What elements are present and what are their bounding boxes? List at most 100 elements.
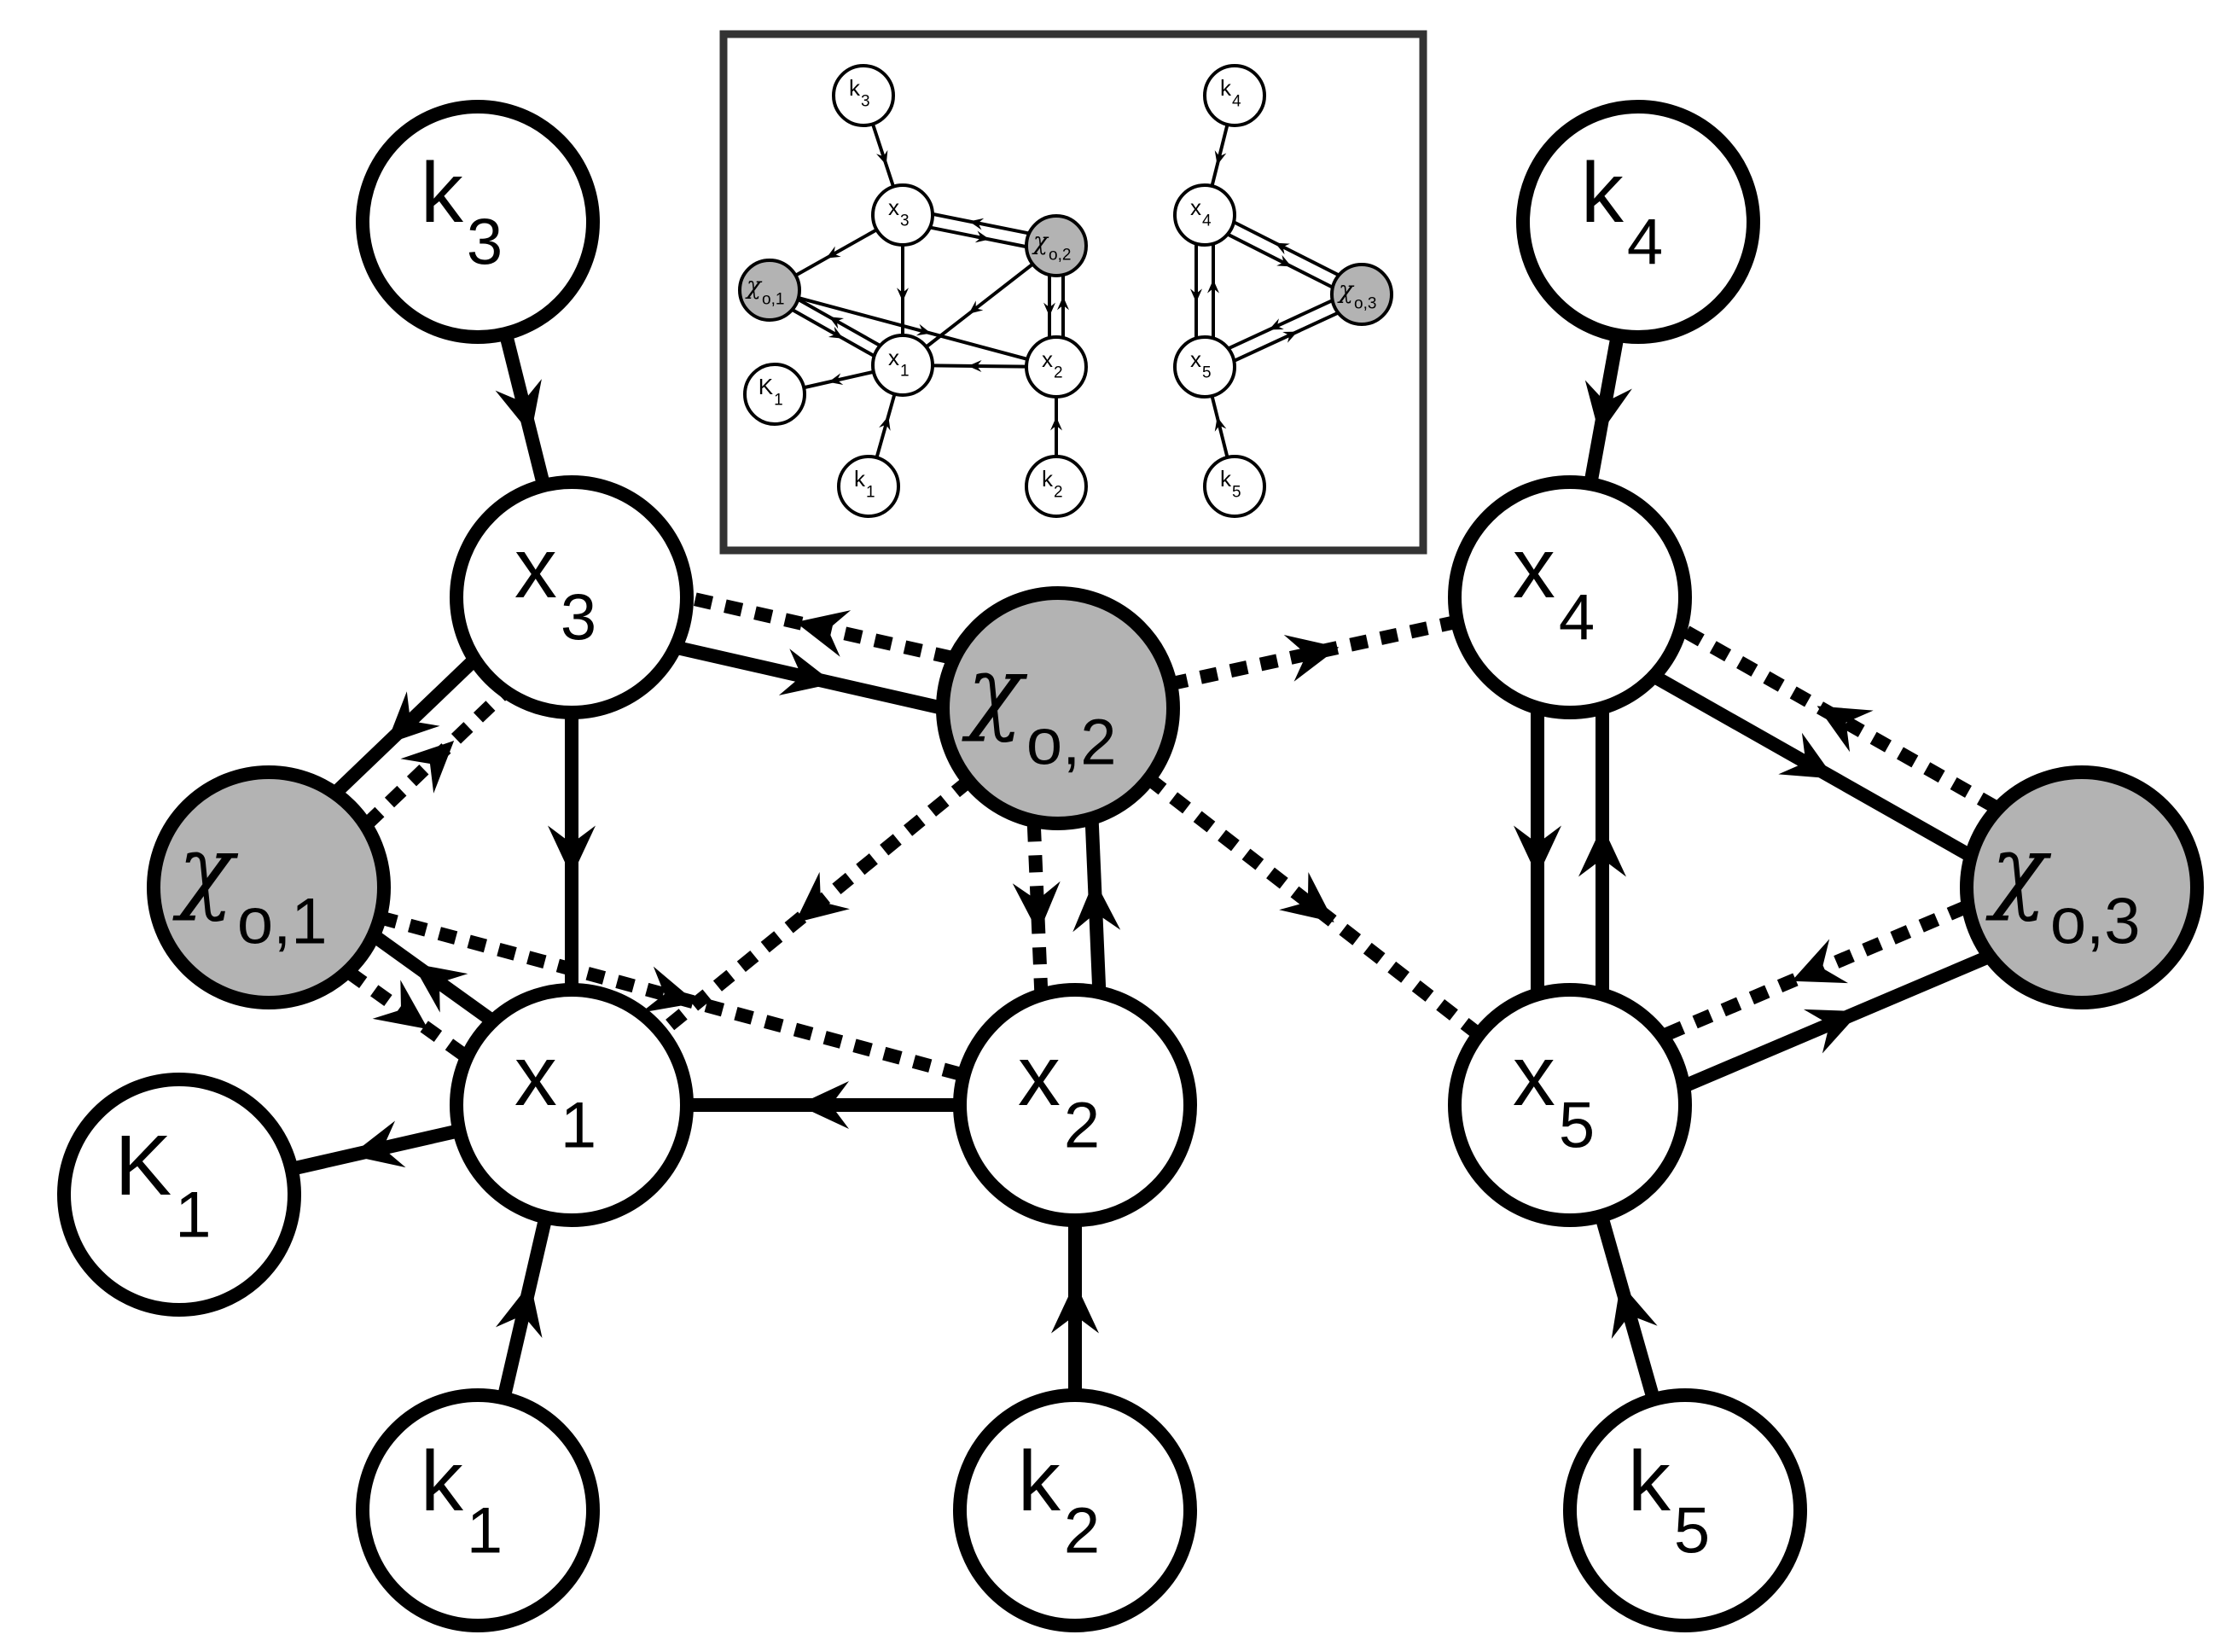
- inset-node-label: x5: [1190, 346, 1212, 381]
- inset-node-chi2: χo,2: [1025, 214, 1088, 277]
- inset-node-label: k3: [849, 75, 870, 110]
- inset-arrowhead: [1043, 302, 1055, 317]
- main-edge-chi2-to-x1: [656, 776, 974, 1038]
- main-node-label: k4: [1581, 145, 1663, 278]
- main-edge-x3-to-chi2: [677, 641, 942, 715]
- inset-edge-k2-to-x2: [1050, 397, 1062, 457]
- main-arrowhead: [1816, 706, 1874, 753]
- inset-arrowhead: [876, 149, 888, 166]
- inset-arrowhead: [828, 326, 844, 339]
- main-arrowhead: [1611, 1283, 1658, 1340]
- main-node-K1: K1: [57, 1073, 301, 1317]
- inset-node-chi1: χo,1: [738, 259, 801, 322]
- inset-arrowhead: [968, 300, 984, 314]
- main-node-chi3: χo,3: [1960, 765, 2204, 1009]
- inset-node-label: k1: [854, 466, 875, 501]
- inset-arrowhead: [968, 360, 982, 373]
- inset-node-circle: [743, 363, 806, 426]
- main-node-circle: [450, 983, 694, 1227]
- inset-arrowhead: [828, 317, 845, 329]
- inset-node-label: x2: [1042, 346, 1063, 381]
- main-arrowhead: [1584, 380, 1632, 435]
- main-node-circle: [147, 765, 391, 1009]
- inset-node-k1: k1: [837, 455, 900, 518]
- main-edge-k3-to-x3: [495, 332, 551, 487]
- main-node-x4: x4: [1448, 475, 1692, 719]
- main-node-circle: [1448, 983, 1692, 1227]
- main-node-label: K1: [115, 1118, 212, 1251]
- main-edge-chi3-to-x4: [1680, 624, 1999, 813]
- inset-edge-chi3-to-x4: [1233, 220, 1340, 276]
- inset-node-label: χo,2: [1032, 227, 1071, 264]
- main-node-label: x5: [1513, 1028, 1595, 1161]
- inset-arrowhead: [1050, 416, 1062, 431]
- main-node-k4: k4: [1516, 100, 1760, 344]
- main-arrowhead: [548, 825, 596, 877]
- main-node-x5: x5: [1448, 983, 1692, 1227]
- inset-edge-line: [803, 369, 875, 390]
- main-arrowhead: [372, 980, 428, 1030]
- inset-edge-chi2-to-x1: [925, 262, 1034, 349]
- inset-arrowhead: [828, 373, 844, 385]
- inset-edge-x3-to-x1: [897, 245, 909, 335]
- inset-graph-edges: [792, 123, 1340, 458]
- main-edge-chi1-to-x1: [345, 967, 469, 1062]
- main-node-label: x3: [514, 521, 596, 654]
- inset-arrowhead: [879, 416, 891, 431]
- main-arrowhead: [495, 379, 542, 435]
- main-edge-x1-to-chi1: [371, 931, 496, 1026]
- main-node-circle: [1563, 1388, 1807, 1632]
- main-node-label: x4: [1513, 521, 1595, 654]
- inset-edge-line: [932, 364, 1027, 369]
- main-edge-chi2-to-x3: [688, 590, 953, 665]
- inset-edge-line: [1234, 311, 1339, 363]
- main-node-label: k2: [1018, 1434, 1100, 1567]
- inset-edge-x4-to-chi3: [1227, 233, 1334, 289]
- inset-node-circle: [837, 455, 900, 518]
- inset-arrowhead: [1269, 318, 1284, 330]
- main-node-x1: x1: [450, 983, 694, 1227]
- main-edge-line: [1144, 773, 1484, 1040]
- main-edge-chi1-to-x2: [378, 910, 966, 1082]
- inset-edge-line: [933, 212, 1029, 236]
- main-node-label: χo,1: [171, 817, 327, 957]
- inset-node-x4: x4: [1173, 183, 1236, 247]
- inset-edge-chi2-to-x3: [933, 212, 1029, 236]
- main-arrowhead: [1279, 871, 1334, 922]
- inset-node-circle: [832, 64, 895, 127]
- inset-arrowhead: [1275, 242, 1290, 255]
- main-arrowhead: [798, 1081, 849, 1129]
- main-node-chi2: χo,2: [936, 586, 1180, 830]
- main-edge-x1-to-K1: [289, 1120, 462, 1176]
- main-edge-k5-to-x5: [1595, 1213, 1660, 1402]
- inset-edge-x3-to-chi1: [794, 228, 878, 277]
- main-edge-chi2-to-x4: [1169, 614, 1459, 691]
- main-edge-chi1-to-x3: [362, 688, 509, 829]
- inset-node-circle: [1025, 335, 1088, 398]
- inset-edge-x5-to-chi3: [1234, 311, 1339, 363]
- inset-node-k4: k4: [1203, 64, 1266, 127]
- main-arrowhead: [400, 741, 455, 794]
- inset-node-circle: [1330, 263, 1393, 326]
- main-graph-edges: [289, 332, 1999, 1402]
- main-arrowhead: [1803, 1009, 1861, 1054]
- main-node-circle: [1448, 475, 1692, 719]
- inset-edge-x5-to-x4: [1207, 245, 1219, 337]
- inset-edge-line: [1210, 395, 1229, 458]
- inset-edge-line: [798, 296, 1028, 361]
- main-arrowhead: [1051, 1282, 1099, 1334]
- inset-arrowhead: [1276, 254, 1292, 267]
- inset-node-circle: [1025, 455, 1088, 518]
- inset-edge-line: [875, 393, 897, 458]
- inset-arrowhead: [1214, 416, 1227, 432]
- main-node-chi1: χo,1: [147, 765, 391, 1009]
- main-node-label: χo,3: [1985, 817, 2140, 957]
- main-node-circle: [1516, 100, 1760, 344]
- inset-edge-line: [794, 228, 878, 277]
- main-edge-x3-to-chi1: [331, 655, 479, 797]
- main-arrowhead: [641, 966, 697, 1013]
- main-arrowhead: [1072, 880, 1121, 933]
- main-node-label: x1: [514, 1028, 596, 1161]
